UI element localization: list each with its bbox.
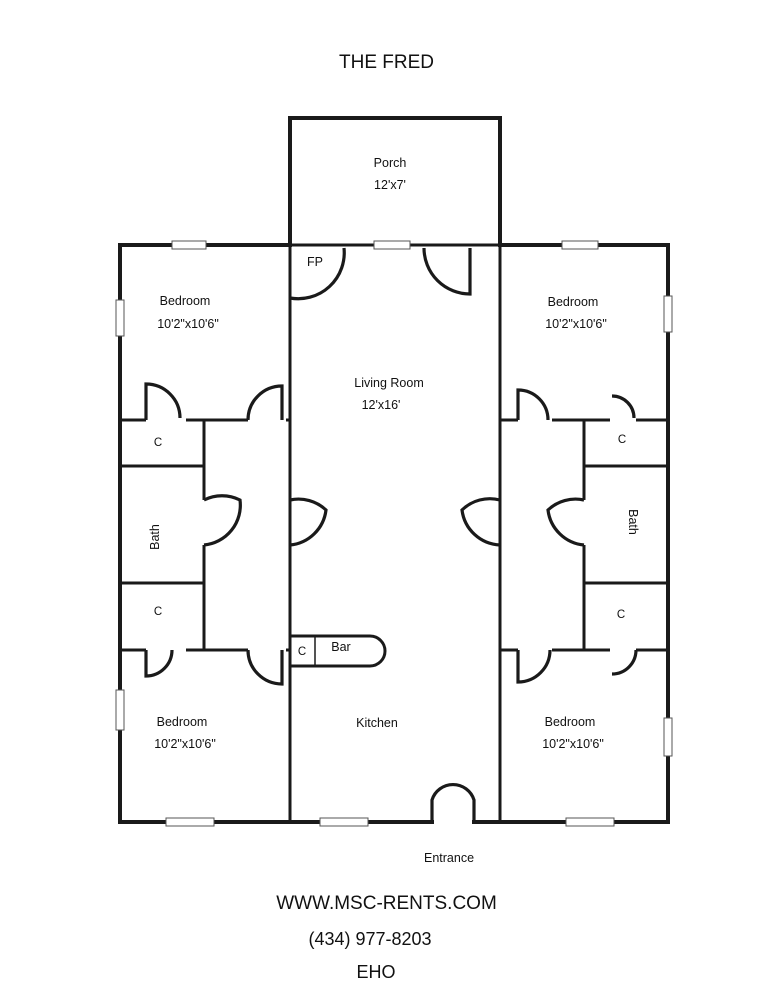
living-room-size: 12'x16' <box>362 398 401 412</box>
bar-label: Bar <box>331 640 350 654</box>
closet-left-bottom-label: C <box>154 606 162 618</box>
bedroom-top-right-label: Bedroom <box>548 295 599 309</box>
bath-left-label: Bath <box>148 524 162 550</box>
interior-walls <box>120 243 668 822</box>
bedroom-top-left-label: Bedroom <box>160 294 211 308</box>
kitchen-label: Kitchen <box>356 716 398 730</box>
bar-closet-label: C <box>298 646 306 658</box>
page-title: THE FRED <box>339 52 434 73</box>
living-room-label: Living Room <box>354 376 423 390</box>
phone-text: (434) 977-8203 <box>308 929 432 949</box>
porch-size: 12'x7' <box>374 178 406 192</box>
closet-right-bottom-label: C <box>617 609 625 621</box>
bedroom-bottom-left-label: Bedroom <box>157 715 208 729</box>
fireplace-label: FP <box>307 255 323 269</box>
bedroom-bottom-right-label: Bedroom <box>545 715 596 729</box>
website-text: WWW.MSC-RENTS.COM <box>276 893 497 914</box>
bedroom-bottom-right-size: 10'2"x10'6" <box>542 737 604 751</box>
bedroom-top-right-size: 10'2"x10'6" <box>545 317 607 331</box>
room-labels: Porch 12'x7' FP Living Room 12'x16' Bedr… <box>148 156 640 865</box>
entrance-label: Entrance <box>424 851 474 865</box>
porch-label: Porch <box>374 156 407 170</box>
doors <box>144 247 638 822</box>
closet-right-top-label: C <box>618 434 626 446</box>
bedroom-bottom-left-size: 10'2"x10'6" <box>154 737 216 751</box>
bedroom-top-left-size: 10'2"x10'6" <box>157 317 219 331</box>
eho-text: EHO <box>356 962 396 982</box>
bath-right-label: Bath <box>626 509 640 535</box>
windows <box>115 240 673 827</box>
closet-left-top-label: C <box>154 437 162 449</box>
